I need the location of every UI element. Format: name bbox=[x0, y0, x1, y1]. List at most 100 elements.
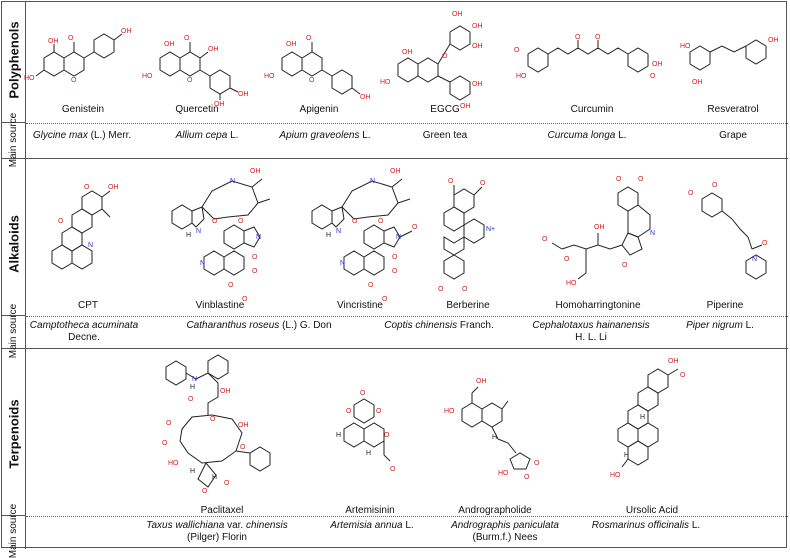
svg-text:OH: OH bbox=[48, 38, 59, 45]
source-text: Grape bbox=[719, 130, 747, 141]
svg-text:H: H bbox=[326, 232, 331, 239]
svg-text:N: N bbox=[370, 178, 375, 185]
svg-text:O: O bbox=[412, 224, 418, 231]
svg-text:H: H bbox=[190, 384, 195, 391]
compound-name: Piperine bbox=[706, 300, 744, 311]
svg-text:O: O bbox=[384, 432, 390, 439]
svg-text:O: O bbox=[162, 440, 168, 447]
svg-text:HO: HO bbox=[610, 472, 621, 479]
divider bbox=[26, 123, 788, 124]
svg-text:OH: OH bbox=[360, 94, 371, 101]
section-sidebar: Alkaloids Main source bbox=[2, 159, 26, 358]
svg-text:O: O bbox=[238, 218, 244, 225]
svg-text:H: H bbox=[186, 232, 191, 239]
compound-name: EGCG bbox=[430, 104, 460, 115]
svg-text:N: N bbox=[650, 230, 655, 237]
compound-name: Vinblastine bbox=[195, 300, 245, 311]
compound-name: CPT bbox=[78, 300, 98, 311]
svg-text:O: O bbox=[228, 282, 234, 289]
svg-text:OH: OH bbox=[238, 91, 249, 98]
svg-text:OH: OH bbox=[652, 61, 663, 68]
compound-name: Genistein bbox=[61, 104, 105, 115]
svg-text:HO: HO bbox=[444, 408, 455, 415]
divider bbox=[26, 516, 788, 517]
source-text: Piper nigrum L. bbox=[686, 320, 754, 331]
svg-text:N: N bbox=[200, 260, 205, 267]
svg-text:O: O bbox=[762, 240, 768, 247]
source-text: Green tea bbox=[422, 130, 468, 141]
svg-text:N: N bbox=[256, 234, 261, 241]
compound-name: Andrographolide bbox=[458, 505, 532, 516]
svg-text:O: O bbox=[71, 77, 77, 84]
svg-text:H: H bbox=[366, 450, 371, 457]
svg-text:O: O bbox=[392, 254, 398, 261]
svg-text:O: O bbox=[184, 35, 190, 42]
main-source-label: Main source bbox=[8, 503, 19, 558]
svg-text:HO: HO bbox=[264, 73, 275, 80]
svg-text:OH: OH bbox=[768, 37, 779, 44]
section-sidebar: Polyphenols Main source bbox=[2, 2, 26, 167]
svg-text:OH: OH bbox=[460, 103, 471, 110]
compound-name: Paclitaxel bbox=[200, 505, 244, 516]
svg-text:O: O bbox=[442, 53, 448, 60]
svg-text:O: O bbox=[58, 218, 64, 225]
svg-text:O: O bbox=[382, 296, 388, 303]
svg-text:HO: HO bbox=[142, 73, 153, 80]
compound-name: Berberine bbox=[446, 300, 490, 311]
source-text: Taxus wallichiana var. chinensis(Pilger)… bbox=[146, 520, 288, 543]
source-text: Coptis chinensis Franch. bbox=[384, 320, 494, 331]
svg-text:O: O bbox=[462, 286, 468, 293]
svg-text:OH: OH bbox=[208, 46, 219, 53]
svg-text:H: H bbox=[212, 474, 217, 481]
svg-text:O: O bbox=[352, 218, 358, 225]
svg-text:O: O bbox=[309, 77, 315, 84]
svg-text:HO: HO bbox=[380, 79, 391, 86]
source-text: Allium cepa L. bbox=[175, 130, 239, 141]
compound-name: Apigenin bbox=[299, 104, 339, 115]
svg-text:HO: HO bbox=[680, 43, 691, 50]
svg-text:OH: OH bbox=[452, 11, 463, 18]
section-title: Alkaloids bbox=[6, 215, 22, 273]
svg-text:O: O bbox=[638, 176, 644, 183]
svg-text:HO: HO bbox=[498, 470, 509, 477]
compound-name: Artemisinin bbox=[345, 505, 395, 516]
svg-text:OH: OH bbox=[164, 41, 175, 48]
source-text: Glycine max (L.) Merr. bbox=[32, 130, 132, 141]
svg-text:O: O bbox=[616, 176, 622, 183]
svg-text:N: N bbox=[230, 178, 235, 185]
svg-text:N: N bbox=[340, 260, 345, 267]
svg-text:OH: OH bbox=[390, 168, 401, 175]
source-text: Artemisia annua L. bbox=[330, 520, 414, 531]
svg-text:N+: N+ bbox=[486, 226, 495, 233]
svg-text:OH: OH bbox=[220, 388, 231, 395]
svg-text:O: O bbox=[368, 282, 374, 289]
source-text: Rosmarinus officinalis L. bbox=[591, 520, 701, 531]
svg-text:O: O bbox=[84, 184, 90, 191]
section-sidebar: Terpenoids Main source bbox=[2, 349, 26, 558]
svg-text:H: H bbox=[492, 434, 497, 441]
svg-text:OH: OH bbox=[476, 378, 487, 385]
svg-text:HO: HO bbox=[516, 73, 527, 80]
svg-text:O: O bbox=[202, 488, 208, 495]
svg-text:O: O bbox=[438, 286, 444, 293]
source-text: Curcuma longa L. bbox=[547, 130, 627, 141]
svg-text:O: O bbox=[542, 236, 548, 243]
svg-text:N: N bbox=[196, 228, 201, 235]
svg-text:OH: OH bbox=[402, 49, 413, 56]
svg-text:O: O bbox=[650, 73, 656, 80]
svg-text:O: O bbox=[346, 408, 352, 415]
